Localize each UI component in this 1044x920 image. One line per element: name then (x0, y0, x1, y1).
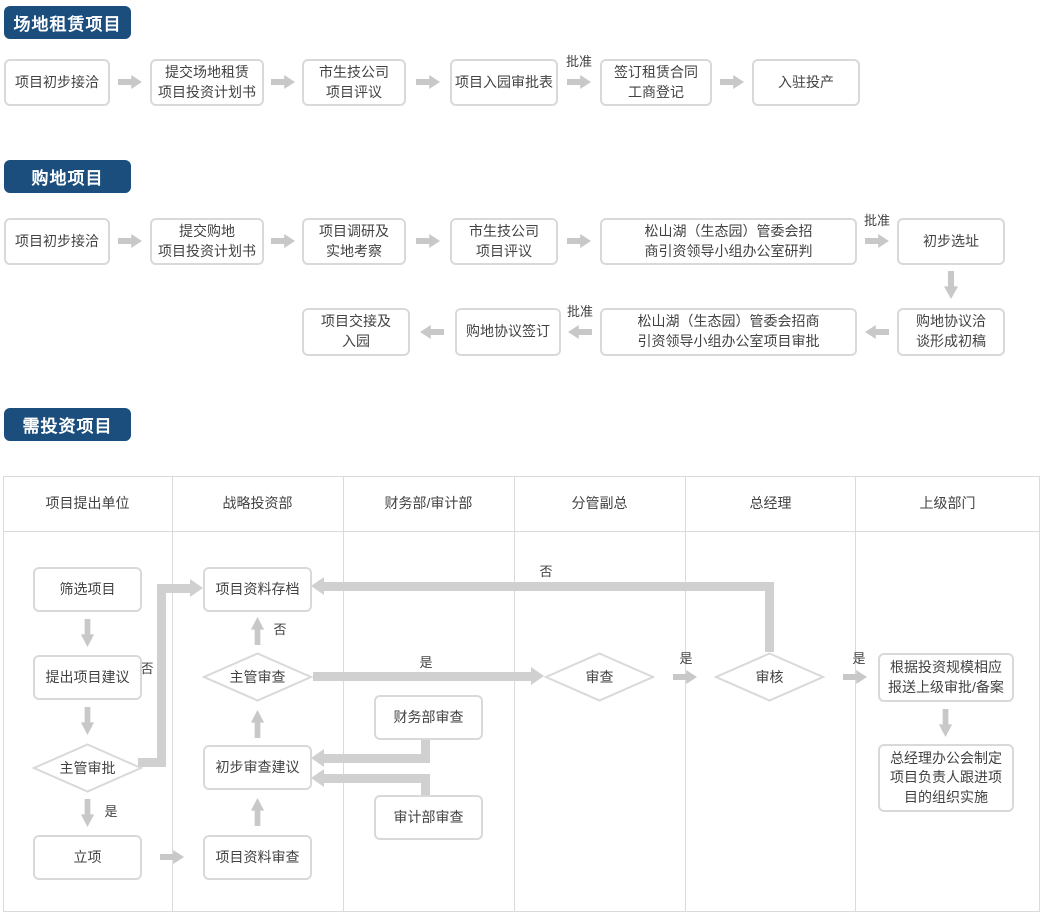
flow-arrow-right-icon (567, 233, 591, 249)
connector-line (166, 584, 190, 593)
connector-line (421, 740, 430, 763)
s2-step-box: 项目初步接洽 (4, 218, 110, 265)
connector-arrowhead (311, 749, 324, 767)
no-label: 否 (140, 661, 154, 676)
badge-site-rental: 场地租赁项目 (4, 6, 131, 39)
s2-step-box: 购地协议签订 (455, 308, 561, 356)
approve-label: 批准 (566, 304, 593, 319)
decision-label: 主管审查 (229, 669, 286, 685)
lane-divider (855, 476, 856, 912)
flow-arrow-right-icon (416, 233, 440, 249)
badge-investment: 需投资项目 (4, 408, 131, 441)
yes-label: 是 (104, 804, 118, 819)
no-label: 否 (539, 564, 553, 579)
lane-header: 财务部/审计部 (384, 495, 473, 511)
connector-line (157, 584, 166, 767)
s2-step-box: 项目交接及 入园 (302, 308, 410, 356)
badge-land-purchase: 购地项目 (4, 160, 131, 193)
s2-step-box: 松山湖（生态园）管委会招商 引资领导小组办公室项目审批 (600, 308, 857, 356)
header-divider (3, 531, 1040, 532)
no-label: 否 (273, 622, 287, 637)
yes-label: 是 (852, 651, 866, 666)
flow-arrow-right-icon (416, 74, 440, 90)
decision-label: 主管审批 (59, 760, 116, 776)
flow-arrow-right-icon (720, 74, 744, 90)
yes-label: 是 (419, 655, 433, 670)
connector-line (421, 774, 430, 795)
flow-arrow-down-icon (943, 271, 959, 299)
node-archive: 项目资料存档 (203, 567, 312, 612)
approve-label: 批准 (565, 54, 592, 69)
connector-line (324, 774, 430, 783)
decision-label: 审核 (755, 669, 784, 685)
yes-label: 是 (679, 651, 693, 666)
flow-arrow-left-icon (568, 324, 592, 340)
lane-header: 项目提出单位 (45, 495, 130, 511)
node-gm-office-implement: 总经理办公会制定 项目负责人跟进项 目的组织实施 (878, 744, 1014, 812)
s2-step-box: 市生技公司 项目评议 (450, 218, 558, 265)
lane-header: 上级部门 (919, 495, 976, 511)
node-screen-projects: 筛选项目 (33, 567, 142, 612)
flow-arrow-right-icon (118, 74, 142, 90)
s2-step-box: 项目调研及 实地考察 (302, 218, 406, 265)
s1-step-box: 项目初步接洽 (4, 59, 110, 106)
s2-step-box: 初步选址 (897, 218, 1005, 265)
decision-supervisor-approve: 主管审批 (32, 743, 143, 793)
swimlane-table (3, 476, 1040, 912)
approve-label: 批准 (863, 213, 890, 228)
s1-step-box: 入驻投产 (752, 59, 860, 106)
flow-arrow-right-icon (865, 233, 889, 249)
s1-step-box: 市生技公司 项目评议 (302, 59, 406, 106)
node-preliminary-opinion: 初步审查建议 (203, 745, 312, 790)
connector-line (324, 754, 430, 763)
decision-vp-review: 审查 (544, 652, 655, 702)
s1-step-box: 签订租赁合同 工商登记 (600, 59, 712, 106)
lane-divider (685, 476, 686, 912)
s1-step-box: 项目入园审批表 (450, 59, 558, 106)
s2-step-box: 购地协议洽 谈形成初稿 (897, 308, 1005, 356)
lane-divider (343, 476, 344, 912)
connector-line (324, 582, 774, 591)
decision-supervisor-review: 主管审查 (202, 652, 313, 702)
connector-line (138, 758, 166, 767)
s2-step-box: 松山湖（生态园）管委会招 商引资领导小组办公室研判 (600, 218, 857, 265)
flow-arrow-right-icon (118, 233, 142, 249)
decision-gm-review: 审核 (714, 652, 825, 702)
flow-arrow-right-icon (271, 74, 295, 90)
node-audit-review: 审计部审查 (374, 795, 483, 840)
node-project-setup: 立项 (33, 835, 142, 880)
flow-arrow-left-icon (420, 324, 444, 340)
lane-divider (172, 476, 173, 912)
flow-arrow-right-icon (567, 74, 591, 90)
connector-arrowhead (311, 577, 324, 595)
s2-step-box: 提交购地 项目投资计划书 (150, 218, 264, 265)
lane-header: 战略投资部 (222, 495, 293, 511)
lane-header: 分管副总 (571, 495, 628, 511)
connector-arrowhead (190, 579, 203, 597)
node-report-superior: 根据投资规模相应 报送上级审批/备案 (878, 653, 1014, 702)
flow-arrow-right-icon (271, 233, 295, 249)
decision-label: 审查 (585, 669, 614, 685)
connector-arrowhead (311, 769, 324, 787)
lane-divider (514, 476, 515, 912)
s1-step-box: 提交场地租赁 项目投资计划书 (150, 59, 264, 106)
node-material-review: 项目资料审查 (203, 835, 312, 880)
node-propose-project: 提出项目建议 (33, 655, 142, 700)
connector-line (313, 672, 531, 681)
connector-line (765, 588, 774, 652)
connector-arrowhead (531, 667, 544, 685)
flow-arrow-left-icon (865, 324, 889, 340)
node-finance-review: 财务部审查 (374, 695, 483, 740)
lane-header: 总经理 (749, 495, 792, 511)
